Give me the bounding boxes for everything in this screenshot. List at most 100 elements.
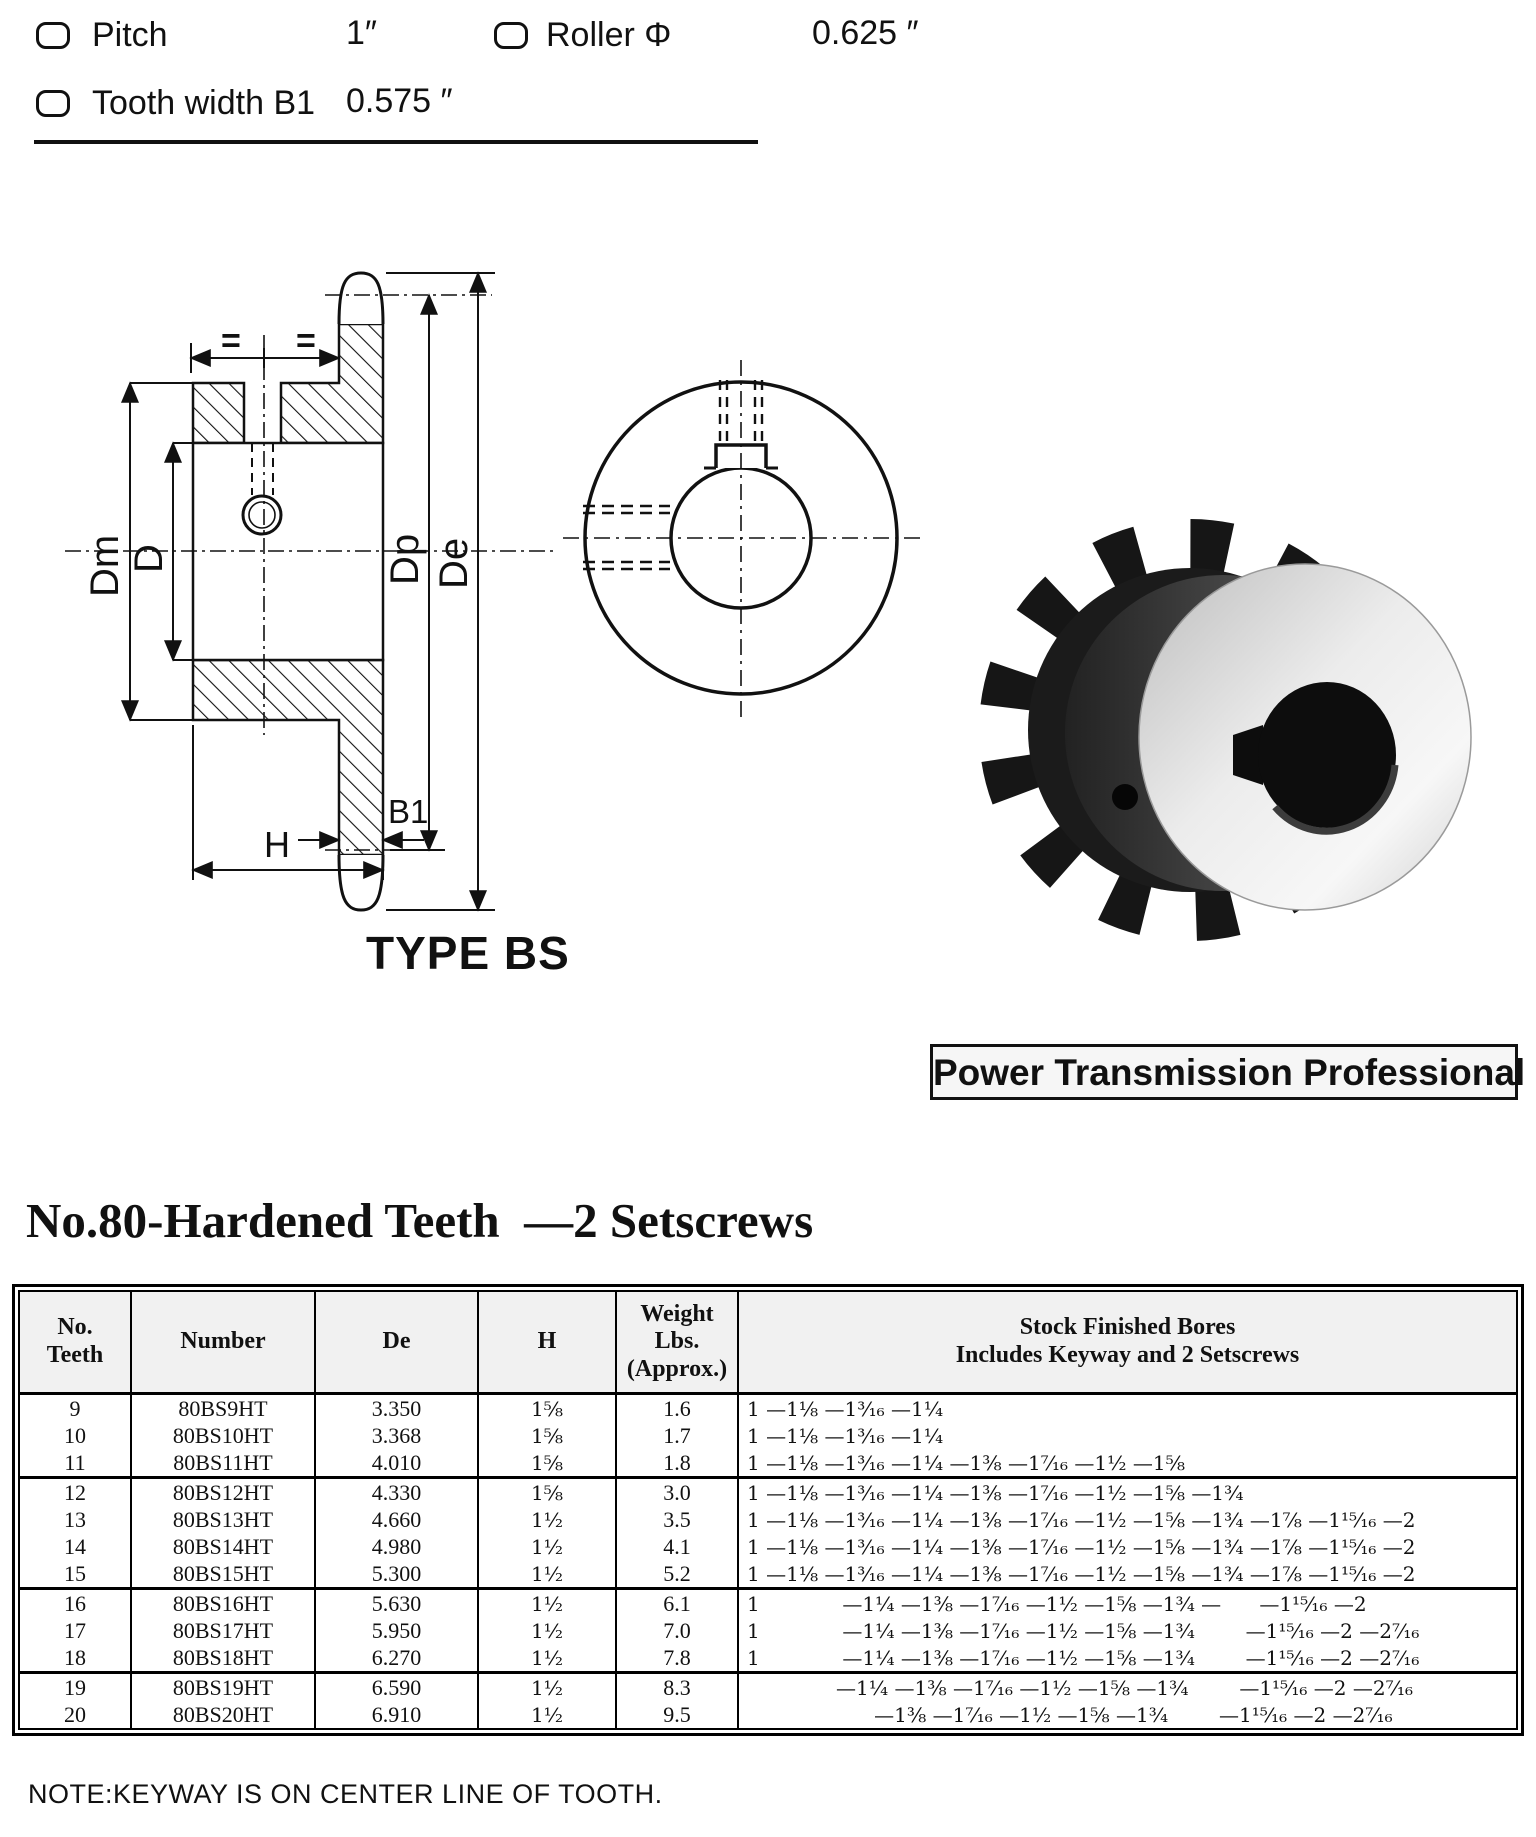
cell-de: 6.590 (314, 1672, 478, 1701)
setscrew-dot (1112, 784, 1138, 810)
cell-h: 1½ (477, 1588, 616, 1617)
cell-bores: 1 —1⅛ —1³⁄₁₆ —1¼ —1⅜ —1⁷⁄₁₆ —1½ —1⅝ —1¾ … (737, 1506, 1517, 1533)
sprocket-photo (979, 519, 1472, 941)
dp-label: Dp (383, 534, 427, 585)
cell-weight: 8.3 (615, 1672, 738, 1701)
roller-label: Roller Φ (546, 16, 672, 54)
bore-keyway (1233, 725, 1263, 785)
cell-bores: —1¼ —1⅜ —1⁷⁄₁₆ —1½ —1⅝ —1¾ —1¹⁵⁄₁₆ —2 —2… (737, 1672, 1517, 1701)
cell-teeth: 19 (64, 1674, 86, 1700)
cell-h: 1½ (477, 1644, 616, 1674)
cell-number: 80BS16HT (130, 1588, 315, 1617)
de-label: De (432, 538, 476, 589)
bore-inner-shade (1272, 764, 1399, 835)
cell-weight: 6.1 (615, 1588, 738, 1617)
cell-h: 1⅝ (477, 1393, 616, 1422)
cell-de: 4.010 (314, 1449, 478, 1479)
cell-weight: 3.5 (615, 1506, 738, 1533)
cell-number: 80BS17HT (130, 1617, 315, 1644)
cell-teeth: 14 (64, 1533, 86, 1559)
cell-bores: 1 —1¼ —1⅜ —1⁷⁄₁₆ —1½ —1⅝ —1¾ —1¹⁵⁄₁₆ —2 … (737, 1644, 1517, 1674)
cell-weight: 1.8 (615, 1449, 738, 1479)
cell-weight: 7.8 (615, 1644, 738, 1674)
brand-badge: Power Transmission Professional (930, 1044, 1525, 1100)
cell-number: 80BS9HT (130, 1393, 315, 1422)
cell-teeth: 11 (19, 1449, 131, 1479)
cell-number: 80BS20HT (130, 1701, 315, 1729)
cell-teeth: 10 (64, 1422, 86, 1448)
roller-value: 0.625 ″ (812, 14, 919, 52)
bottom-tooth (337, 854, 385, 912)
pitch-value: 1″ (346, 14, 377, 52)
cell-teeth: 15 (19, 1560, 131, 1590)
setscrew-hole (241, 494, 283, 536)
cell-bores: 1 —1⅛ —1³⁄₁₆ —1¼ —1⅜ —1⁷⁄₁₆ —1½ —1⅝ —1¾ … (737, 1560, 1517, 1590)
cell-weight: 5.2 (615, 1560, 738, 1590)
top-tooth (337, 271, 385, 325)
b1-label: B1 (388, 793, 428, 830)
cell-number: 80BS11HT (130, 1449, 315, 1479)
roller-bullet-icon (494, 22, 528, 49)
cell-bores: 1 —1⅛ —1³⁄₁₆ —1¼ —1⅜ —1⁷⁄₁₆ —1½ —1⅝ —1¾ … (737, 1533, 1517, 1560)
cell-bores: 1 —1⅛ —1³⁄₁₆ —1¼ —1⅜ —1⁷⁄₁₆ —1½ —1⅝ —1¾ (737, 1477, 1517, 1506)
tooth-width-bullet-icon (36, 90, 70, 117)
cell-h: 1⅝ (477, 1449, 616, 1479)
cell-weight: 9.5 (615, 1701, 738, 1729)
specs-underline (34, 140, 758, 144)
cell-weight: 1.6 (615, 1393, 738, 1422)
spec-table-frame: No. Teeth Number De H Weight Lbs. (Appro… (12, 1284, 1524, 1736)
cell-number: 80BS18HT (130, 1644, 315, 1674)
cell-bores: 1 —1¼ —1⅜ —1⁷⁄₁₆ —1½ —1⅝ —1¾ —1¹⁵⁄₁₆ —2 … (737, 1617, 1517, 1644)
cell-bores: 1 —1⅛ —1³⁄₁₆ —1¼ —1⅜ —1⁷⁄₁₆ —1½ —1⅝ (737, 1449, 1517, 1479)
cell-h: 1½ (477, 1701, 616, 1729)
cell-weight: 7.0 (615, 1617, 738, 1644)
hub-top-section (191, 381, 246, 445)
cell-h: 1½ (477, 1533, 616, 1560)
cell-weight: 1.7 (615, 1422, 738, 1449)
cell-teeth: 20 (64, 1701, 86, 1727)
cell-number: 80BS15HT (130, 1560, 315, 1590)
bore-hole (1258, 682, 1396, 828)
equal-mark-left: = (221, 322, 241, 360)
header-h: H (477, 1291, 616, 1395)
cell-bores: —1⅜ —1⁷⁄₁₆ —1½ —1⅝ —1¾ —1¹⁵⁄₁₆ —2 —2⁷⁄₁₆ (737, 1701, 1517, 1729)
cell-weight: 3.0 (615, 1477, 738, 1506)
h-label: H (264, 824, 290, 865)
cell-h: 1½ (477, 1560, 616, 1590)
pitch-bullet-icon (36, 22, 70, 49)
cell-h: 1½ (477, 1617, 616, 1644)
cell-de: 5.630 (314, 1588, 478, 1617)
header-weight: Weight Lbs. (Approx.) (615, 1291, 738, 1395)
header-de: De (314, 1291, 478, 1395)
section-title: No.80-Hardened Teeth —2 Setscrews (26, 1193, 814, 1248)
front-view-drawing (563, 360, 926, 723)
cell-h: 1⅝ (477, 1477, 616, 1506)
cell-h: 1⅝ (477, 1422, 616, 1449)
cell-de: 3.350 (314, 1393, 478, 1422)
tooth-width-label: Tooth width B1 (92, 84, 316, 122)
drawing-caption: TYPE BS (366, 927, 570, 979)
cell-de: 4.660 (314, 1506, 478, 1533)
cell-de: 6.270 (314, 1644, 478, 1674)
cell-de: 4.330 (314, 1477, 478, 1506)
cell-teeth: 13 (64, 1506, 86, 1532)
cell-teeth: 17 (64, 1617, 86, 1643)
cell-teeth: 12 (64, 1479, 86, 1505)
cell-de: 4.980 (314, 1533, 478, 1560)
pitch-label: Pitch (92, 16, 168, 54)
cell-number: 80BS12HT (130, 1477, 315, 1506)
cell-teeth: 16 (64, 1590, 86, 1616)
header-no-teeth: No. Teeth (19, 1291, 131, 1395)
cell-weight: 4.1 (615, 1533, 738, 1560)
d-label: D (127, 544, 171, 573)
cell-teeth: 9 (69, 1395, 81, 1421)
header-number: Number (130, 1291, 315, 1395)
